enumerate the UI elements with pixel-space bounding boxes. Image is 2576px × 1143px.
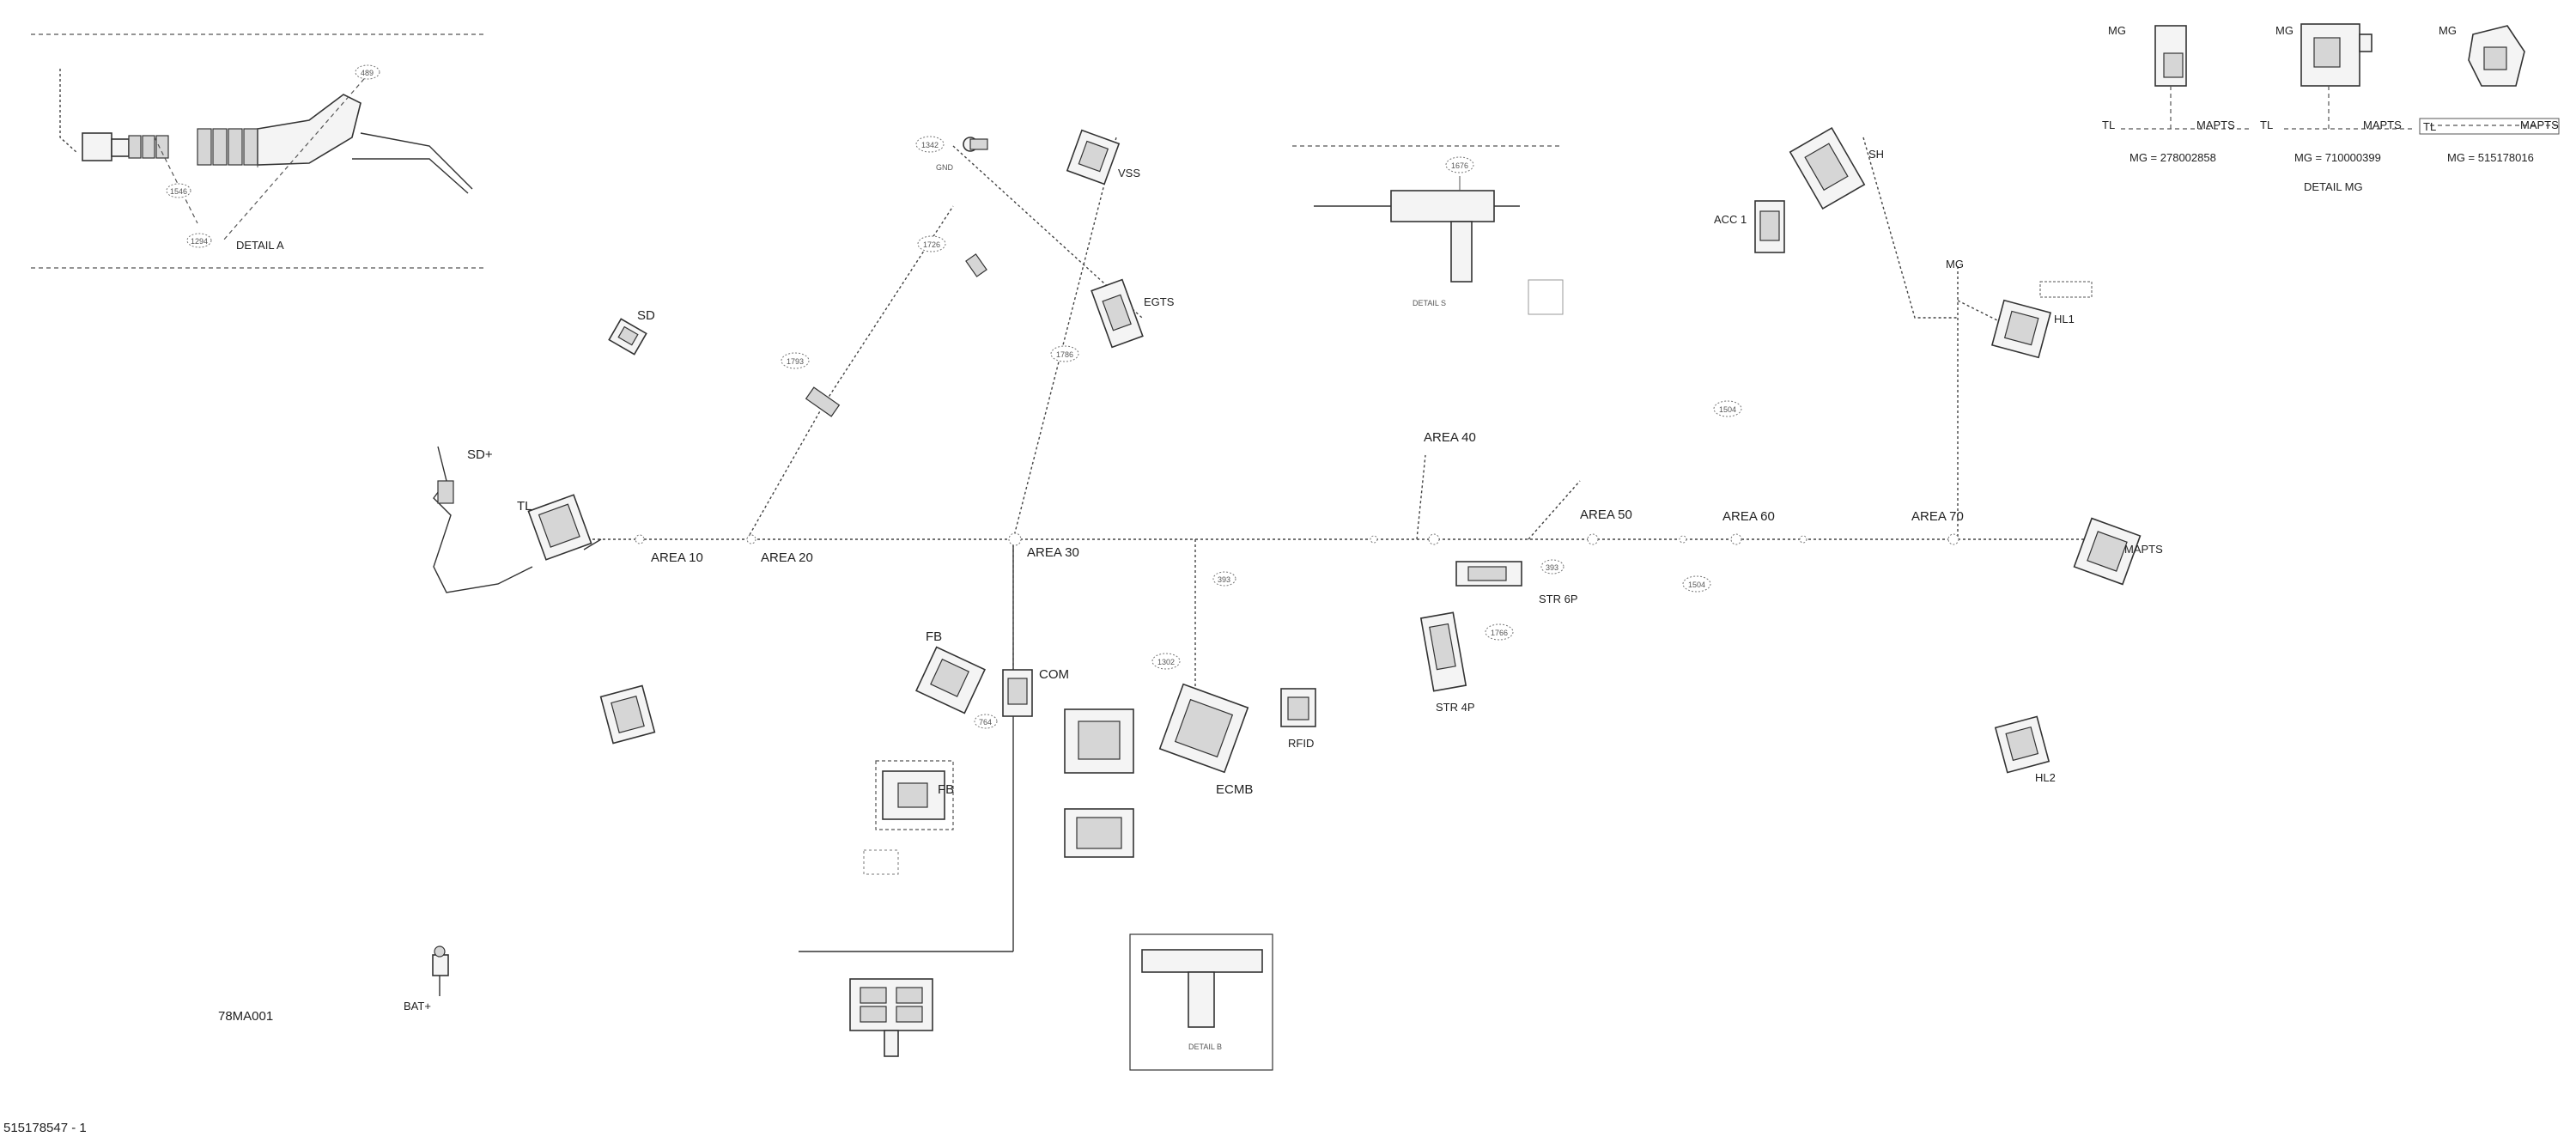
com-connector: COM 764	[974, 667, 1069, 729]
fb-connector-bottom: FB	[863, 760, 954, 875]
fb-top-label: FB	[926, 629, 942, 644]
area-40-label: AREA 40	[1424, 430, 1476, 445]
ref-1786: 1786	[1056, 350, 1073, 359]
area-60-label: AREA 60	[1722, 509, 1775, 524]
ref-1504-a: 1504	[1719, 405, 1736, 414]
rfid-connector: RFID	[1280, 688, 1316, 750]
str4p-label: STR 4P	[1436, 701, 1475, 714]
detail-mg-v1-left: TL	[2102, 119, 2115, 131]
area-labels: AREA 10 AREA 20 AREA 30 AREA 40 AREA 50 …	[635, 430, 1964, 565]
detail-mg-v2-left: TL	[2260, 119, 2273, 131]
drawing-code: 78MA001	[218, 1009, 273, 1024]
gnd-connector: GND 1342	[915, 136, 988, 172]
detail-b-box: DETAIL B	[1129, 933, 1273, 1071]
ref-1793: 1793	[787, 357, 804, 366]
area-70-label: AREA 70	[1911, 509, 1964, 524]
mg-junction: MG	[1946, 258, 2093, 298]
main-trunk	[592, 137, 2095, 952]
ref-1766: 1766	[1491, 629, 1508, 637]
detail-a-ref-1294: 1294	[191, 237, 208, 246]
rfid-label: RFID	[1288, 737, 1314, 750]
area-30-label: AREA 30	[1027, 545, 1079, 560]
detail-mg-v3-right: MAPTS	[2520, 119, 2559, 131]
bottom-center-connector	[849, 978, 933, 1057]
str4p-connector: STR 4P	[1419, 611, 1475, 714]
vss-label: VSS	[1118, 167, 1140, 179]
sd-plus-label: SD+	[467, 447, 493, 462]
sh-connector: SH	[1789, 126, 1884, 210]
detail-mg-v1-caption: MG = 278002858	[2129, 151, 2216, 164]
ecmb-label: ECMB	[1216, 782, 1253, 797]
detail-a: 489 1546 1294 DETAIL A	[31, 33, 485, 269]
ref-393-b: 393	[1218, 575, 1230, 584]
bat-plus-connector: BAT+	[404, 945, 449, 1012]
egts-connector: EGTS 1786	[1050, 278, 1175, 362]
splice-ref-1676: 1676	[1451, 161, 1468, 170]
part-reference: 515178547 - 1	[3, 1121, 87, 1135]
ref-1504-b: 1504	[1688, 581, 1705, 589]
detail-mg: MG TL MAPTS MG = 278002858 MG TL MAPTS M…	[2102, 23, 2560, 193]
gnd-label: GND	[936, 163, 954, 172]
com-label: COM	[1039, 667, 1069, 682]
detail-mg-v2-right: MAPTS	[2363, 119, 2402, 131]
ref-1726: 1726	[923, 240, 940, 249]
detail-mg-title: DETAIL MG	[2304, 180, 2363, 193]
str6p-connector: STR 6P 393 1766	[1455, 559, 1578, 641]
hl1-connector: HL1	[1990, 299, 2075, 359]
mapts-connector: MAPTS	[2073, 517, 2163, 586]
dr-connector	[599, 684, 656, 745]
detail-splice: 1676 DETAIL S	[1292, 145, 1564, 315]
mg-label: MG	[1946, 258, 1964, 271]
area-10-label: AREA 10	[651, 550, 703, 565]
sd-plus-connector: SD+	[433, 446, 533, 593]
acc1-label: ACC 1	[1714, 213, 1747, 226]
detail-splice-title: DETAIL S	[1413, 299, 1446, 307]
fb-bottom-label: FB	[938, 782, 954, 797]
detail-mg-v2-caption: MG = 710000399	[2294, 151, 2381, 164]
ref-1342: 1342	[921, 141, 939, 149]
mapts-label: MAPTS	[2124, 543, 2163, 556]
detail-mg-v1-mg-label: MG	[2108, 24, 2126, 37]
detail-a-title: DETAIL A	[236, 239, 284, 252]
misc-refs: 1504 1504 393	[1212, 400, 1807, 593]
detail-mg-v1-right: MAPTS	[2196, 119, 2235, 131]
hl2-connector: HL2	[1994, 715, 2056, 784]
ecm-connectors: ECMB 1302	[1064, 653, 1253, 858]
ref-764: 764	[979, 718, 992, 727]
str6p-label: STR 6P	[1539, 593, 1578, 605]
area-50-label: AREA 50	[1580, 508, 1632, 522]
area-20-label: AREA 20	[761, 550, 813, 565]
detail-mg-v2-mg-label: MG	[2275, 24, 2293, 37]
branch-clips: 1726 1793	[781, 235, 987, 417]
vss-connector: VSS	[1066, 129, 1140, 185]
hl1-label: HL1	[2054, 313, 2075, 325]
bat-plus-label: BAT+	[404, 1000, 431, 1012]
sh-label: SH	[1868, 148, 1884, 161]
sd-label: SD	[637, 308, 655, 323]
detail-mg-v3-caption: MG = 515178016	[2447, 151, 2534, 164]
tl-label: TL	[517, 499, 532, 514]
fb-connector-top: FB	[915, 629, 986, 714]
acc1-connector: ACC 1	[1714, 200, 1785, 253]
detail-mg-v3-mg-label: MG	[2439, 24, 2457, 37]
detail-a-ref-1546: 1546	[170, 187, 187, 196]
detail-a-ref-489: 489	[361, 69, 374, 77]
detail-mg-v3-left: TL	[2423, 120, 2436, 133]
ref-393-a: 393	[1546, 563, 1558, 572]
tl-connector: TL	[517, 494, 602, 561]
sd-connector: SD	[608, 308, 655, 356]
hl2-label: HL2	[2035, 771, 2056, 784]
egts-label: EGTS	[1144, 295, 1175, 308]
ref-1302: 1302	[1157, 658, 1175, 666]
detail-b-title: DETAIL B	[1188, 1043, 1222, 1051]
